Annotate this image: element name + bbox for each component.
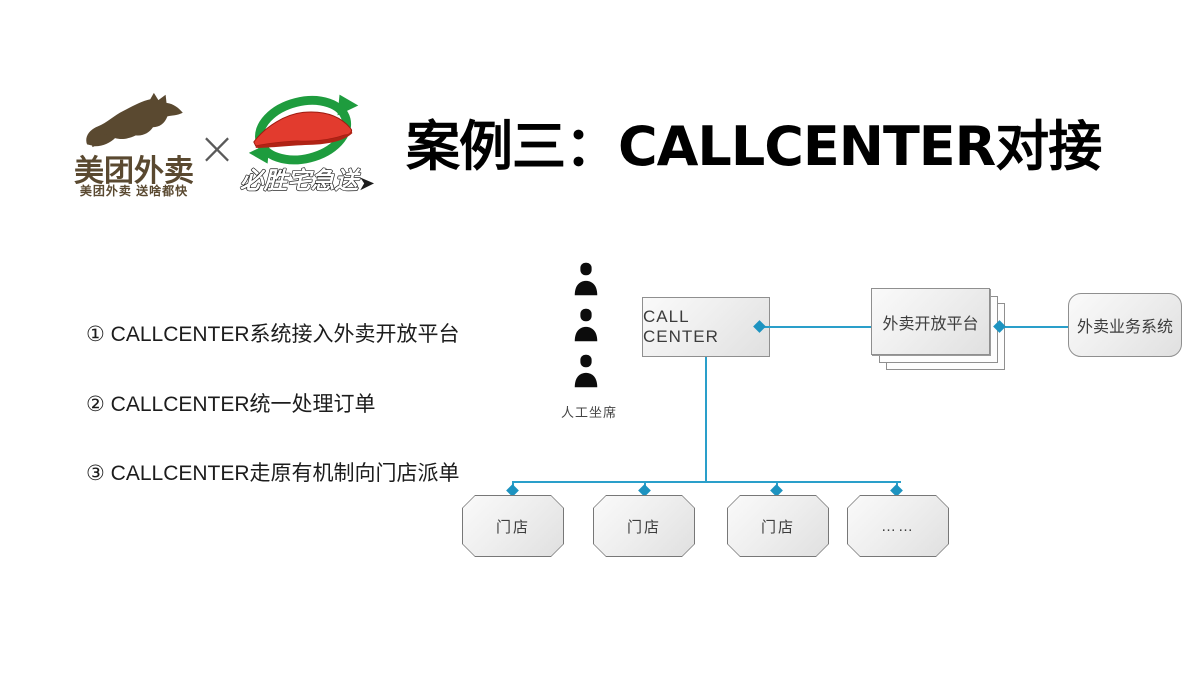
call-center-label: CALL CENTER	[643, 307, 719, 346]
connector-branch	[512, 481, 901, 483]
bullet-item-1: ① CALLCENTER系统接入外卖开放平台	[86, 323, 460, 346]
bullet-item-3: ③ CALLCENTER走原有机制向门店派单	[86, 462, 460, 485]
store-node-2: 门店	[593, 495, 695, 557]
open-platform-node: 外卖开放平台	[871, 288, 990, 355]
diamond-arrow-icon	[770, 484, 783, 497]
multiply-icon: ×	[197, 121, 237, 175]
diamond-arrow-icon	[638, 484, 651, 497]
store-node-1: 门店	[462, 495, 564, 557]
person-icon	[574, 354, 598, 388]
person-icon	[574, 262, 598, 296]
agents-label: 人工坐席	[560, 405, 617, 420]
page-title: 案例三：CALLCENTER对接	[406, 115, 1102, 178]
pizzahut-wordmark: 必胜宅急送	[240, 167, 362, 194]
kangaroo-icon	[86, 92, 183, 148]
store-label: 门店	[463, 496, 563, 556]
store-node-more: ……	[847, 495, 949, 557]
business-system-label: 外卖业务系统	[1076, 319, 1173, 336]
connector-platform-to-callcenter	[764, 326, 871, 328]
connector-callcenter-down	[705, 357, 707, 482]
call-center-node: CALL CENTER	[642, 297, 770, 357]
store-node-3: 门店	[727, 495, 829, 557]
bullet-item-2: ② CALLCENTER统一处理订单	[86, 393, 376, 416]
open-platform-label: 外卖开放平台	[882, 315, 979, 333]
meituan-wordmark: 美团外卖	[74, 155, 194, 188]
business-system-node: 外卖业务系统	[1068, 293, 1182, 357]
person-icon	[574, 308, 598, 342]
store-label: ……	[848, 496, 948, 556]
store-label: 门店	[728, 496, 828, 556]
store-label: 门店	[594, 496, 694, 556]
connector-business-to-platform	[1004, 326, 1068, 328]
pizzahut-logo: 必胜宅急送	[239, 94, 375, 195]
meituan-tagline: 美团外卖 送啥都快	[79, 184, 189, 198]
diamond-arrow-icon	[890, 484, 903, 497]
